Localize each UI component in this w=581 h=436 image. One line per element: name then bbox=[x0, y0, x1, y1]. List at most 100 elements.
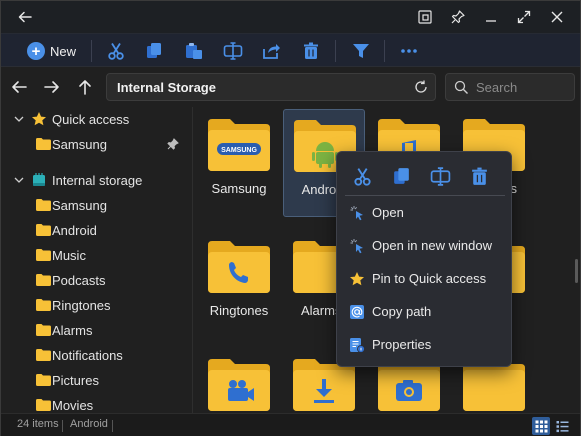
context-item-label: Properties bbox=[372, 337, 432, 352]
filter-icon[interactable] bbox=[349, 39, 373, 63]
nav-forward-icon[interactable] bbox=[42, 77, 62, 97]
delete-icon[interactable] bbox=[299, 39, 323, 63]
close-icon[interactable] bbox=[547, 7, 567, 27]
status-separator bbox=[62, 420, 63, 432]
plus-icon: + bbox=[27, 42, 45, 60]
context-rename-icon[interactable] bbox=[427, 164, 453, 188]
toolbar-divider bbox=[335, 40, 336, 62]
more-icon[interactable] bbox=[397, 39, 421, 63]
sidebar-item-ringtones[interactable]: Ringtones bbox=[1, 293, 191, 317]
folder-icon bbox=[36, 249, 51, 261]
sidebar-item-quick-samsung[interactable]: Samsung bbox=[1, 132, 191, 156]
sidebar-item-pictures[interactable]: Pictures bbox=[1, 368, 191, 392]
folder-tile-name: s bbox=[510, 181, 518, 196]
status-bar: 24 items Android bbox=[1, 413, 580, 436]
compact-overlay-icon[interactable] bbox=[415, 7, 435, 27]
address-path: Internal Storage bbox=[117, 80, 216, 95]
svg-text:SAMSUNG: SAMSUNG bbox=[221, 147, 257, 154]
back-icon[interactable] bbox=[15, 7, 35, 27]
maximize-icon[interactable] bbox=[514, 7, 534, 27]
context-quick-actions bbox=[337, 160, 511, 192]
list-view-icon bbox=[556, 420, 568, 432]
scrollbar-thumb[interactable] bbox=[575, 259, 578, 283]
minimize-icon[interactable] bbox=[481, 7, 501, 27]
search-input[interactable] bbox=[476, 78, 571, 96]
pin-icon[interactable] bbox=[448, 7, 468, 27]
sidebar-item-notifications[interactable]: Notifications bbox=[1, 343, 191, 367]
context-menu: Open Open in new window Pin to Quick acc… bbox=[336, 151, 512, 367]
paste-icon[interactable] bbox=[182, 39, 206, 63]
status-location: Android bbox=[70, 418, 108, 430]
context-pin-quick-access[interactable]: Pin to Quick access bbox=[341, 264, 509, 294]
folder-tile[interactable] bbox=[453, 349, 535, 413]
folder-icon: SAMSUNG bbox=[208, 119, 270, 171]
folder-tile-camera[interactable] bbox=[368, 349, 450, 413]
chevron-down-icon[interactable] bbox=[13, 174, 25, 186]
folder-icon bbox=[378, 359, 440, 411]
context-item-label: Copy path bbox=[372, 304, 432, 319]
address-bar[interactable]: Internal Storage bbox=[106, 73, 436, 101]
folder-tile-download[interactable] bbox=[283, 349, 365, 413]
context-item-label: Open in new window bbox=[372, 238, 492, 253]
vertical-scrollbar[interactable] bbox=[574, 109, 578, 409]
context-item-label: Open bbox=[372, 205, 404, 220]
context-copy-path[interactable]: Copy path bbox=[341, 297, 509, 327]
rename-icon[interactable] bbox=[221, 39, 245, 63]
folder-icon bbox=[36, 374, 51, 386]
download-icon bbox=[314, 379, 334, 403]
folder-tile-name: Alarms bbox=[301, 303, 342, 318]
refresh-icon[interactable] bbox=[413, 79, 429, 95]
toolbar-divider bbox=[384, 40, 385, 62]
sidebar-item-samsung[interactable]: Samsung bbox=[1, 193, 191, 217]
folder-icon bbox=[36, 138, 51, 150]
folder-icon bbox=[208, 359, 270, 411]
context-copy-icon[interactable] bbox=[388, 164, 414, 188]
folder-icon bbox=[208, 241, 270, 293]
context-properties[interactable]: Properties bbox=[341, 330, 509, 360]
folder-icon bbox=[36, 299, 51, 311]
star-icon bbox=[32, 112, 46, 126]
context-open[interactable]: Open bbox=[341, 198, 509, 228]
sidebar-quick-access-label: Quick access bbox=[52, 112, 130, 127]
cut-icon[interactable] bbox=[104, 39, 128, 63]
folder-tile-name: Android bbox=[301, 182, 347, 197]
folder-tile-samsung[interactable]: SAMSUNG Samsung bbox=[198, 109, 280, 217]
share-icon[interactable] bbox=[259, 39, 283, 63]
folder-tile-movies[interactable] bbox=[198, 349, 280, 413]
folder-icon bbox=[36, 274, 51, 286]
list-view-button[interactable] bbox=[553, 417, 571, 435]
nav-back-icon[interactable] bbox=[9, 77, 29, 97]
context-cut-icon[interactable] bbox=[349, 164, 375, 188]
sidebar-item-movies[interactable]: Movies bbox=[1, 393, 191, 413]
sidebar-item-music[interactable]: Music bbox=[1, 243, 191, 267]
sidebar-quick-access[interactable]: Quick access bbox=[1, 107, 191, 131]
folder-tile-ringtones[interactable]: Ringtones bbox=[198, 231, 280, 339]
sidebar-internal-storage-label: Internal storage bbox=[52, 173, 143, 188]
properties-icon bbox=[350, 338, 365, 353]
pinned-icon bbox=[167, 138, 179, 150]
grid-view-button[interactable] bbox=[532, 417, 550, 435]
folder-icon bbox=[36, 324, 51, 336]
new-button[interactable]: + New bbox=[27, 40, 76, 62]
status-separator bbox=[112, 420, 113, 432]
sidebar-item-label: Pictures bbox=[52, 373, 99, 388]
phone-icon bbox=[229, 262, 248, 283]
sidebar-internal-storage[interactable]: Internal storage bbox=[1, 168, 191, 192]
sidebar-item-label: Android bbox=[52, 223, 97, 238]
search-icon bbox=[454, 80, 468, 94]
sidebar-item-label: Ringtones bbox=[52, 298, 111, 313]
sidebar-item-podcasts[interactable]: Podcasts bbox=[1, 268, 191, 292]
folder-icon bbox=[36, 399, 51, 411]
folder-icon bbox=[293, 359, 355, 411]
chevron-down-icon[interactable] bbox=[13, 113, 25, 125]
nav-up-icon[interactable] bbox=[75, 77, 95, 97]
context-separator bbox=[345, 195, 505, 196]
sidebar-item-alarms[interactable]: Alarms bbox=[1, 318, 191, 342]
context-open-new-window[interactable]: Open in new window bbox=[341, 231, 509, 261]
copy-icon[interactable] bbox=[142, 39, 166, 63]
context-delete-icon[interactable] bbox=[466, 164, 492, 188]
sidebar-item-android[interactable]: Android bbox=[1, 218, 191, 242]
sidebar-item-label: Movies bbox=[52, 398, 94, 413]
search-box[interactable] bbox=[445, 73, 575, 101]
